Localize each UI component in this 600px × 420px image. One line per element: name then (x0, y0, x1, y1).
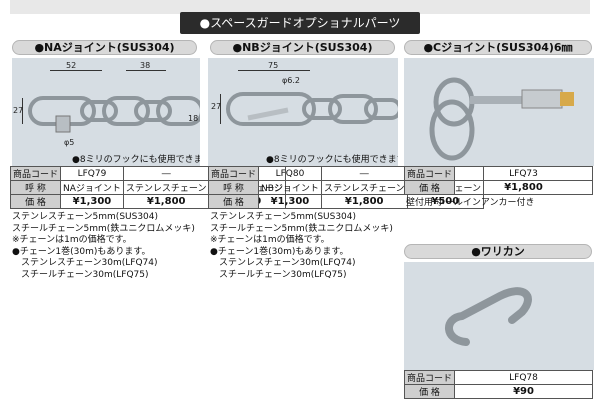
nb-dim-d: φ6.2 (282, 76, 300, 85)
w-link-image (445, 287, 532, 346)
top-bar (10, 0, 590, 14)
c-code: LFQ73 (454, 166, 593, 181)
na-desc-line: スチールチェーン5mm(鉄ユニクロムメッキ) (12, 223, 195, 234)
nb-code-label: 商品コード (207, 166, 260, 181)
na-desc-line: スチールチェーン30m(LFQ75) (12, 269, 149, 280)
c-description: 壁付用 ホールインアンカー付き (406, 198, 535, 208)
w-section-title: ●ワリカン (404, 244, 592, 259)
na-price: ¥1,300 (60, 194, 124, 209)
na-description: ステンレスチェーン5mm(SUS304) スチールチェーン5mm(鉄ユニクロムメ… (12, 212, 195, 281)
nb-section-title: ●NBジョイント(SUS304) (210, 40, 395, 55)
nb-desc-line: スチールチェーン5mm(鉄ユニクロムメッキ) (210, 223, 393, 234)
na-note: ●8ミリのフックにも使用できます。 (72, 155, 200, 165)
na-dim-w2: 38 (140, 61, 151, 70)
c-price: ¥1,800 (454, 180, 593, 195)
na-code-label: 商品コード (9, 166, 62, 181)
na-chain-image (28, 96, 200, 133)
c-anchor-image (429, 77, 574, 161)
w-spec-table: 商品コード LFQ78 価 格 ¥90 (403, 370, 593, 399)
nb-price: ¥1,300 (258, 194, 322, 209)
na-section-title: ●NAジョイント(SUS304) (12, 40, 197, 55)
na-dim-d: φ5 (64, 138, 75, 147)
na-dash1: ― (122, 166, 210, 181)
na-dim-line-2 (126, 70, 166, 71)
table-row: 商品コード LFQ78 (403, 370, 593, 385)
table-row: 価 格 ¥90 (403, 384, 593, 399)
nb-desc-line: ●チェーン1巻(30m)もあります。 (210, 246, 349, 257)
w-code-label: 商品コード (403, 370, 456, 385)
na-photo: 52 38 27 φ5 18 ●8ミリのフックにも使用できます。 (12, 58, 200, 166)
nb-note: ●8ミリのフックにも使用できます。 (266, 155, 398, 165)
w-price: ¥90 (454, 384, 593, 399)
na-price2: ¥1,800 (122, 194, 210, 209)
nb-price-label: 価 格 (207, 194, 260, 209)
nb-name: NBジョイント (258, 180, 322, 195)
c-spec-table: 商品コード LFQ73 価 格 ¥1,800 (403, 166, 593, 195)
c-price-label: 価 格 (403, 180, 456, 195)
nb-code: LFQ80 (258, 166, 322, 181)
c-photo (404, 58, 594, 166)
na-name-label: 呼 称 (9, 180, 62, 195)
na-desc-line: ●チェーン1巻(30m)もあります。 (12, 246, 151, 257)
na-code: LFQ79 (60, 166, 124, 181)
na-dim-h2: 18 (188, 114, 199, 123)
nb-dim-h1: 27 (211, 102, 222, 111)
w-price-label: 価 格 (403, 384, 456, 399)
nb-price2: ¥1,800 (320, 194, 408, 209)
c-code-label: 商品コード (403, 166, 456, 181)
w-code: LFQ78 (454, 370, 593, 385)
na-dim-line-1 (50, 70, 102, 71)
nb-price3: ¥500 (406, 194, 485, 209)
nb-desc-line: ステンレスチェーン30m(LFQ74) (210, 258, 356, 268)
table-row: 価 格 ¥1,800 (403, 180, 593, 195)
na-dim-w1: 52 (66, 61, 77, 70)
nb-desc-line: ステンレスチェーン5mm(SUS304) (210, 212, 357, 222)
na-price-label: 価 格 (9, 194, 62, 209)
nb-name2: ステンレスチェーン (320, 180, 408, 195)
nb-dash1: ― (320, 166, 408, 181)
na-name: NAジョイント (60, 180, 124, 195)
nb-desc-line: スチールチェーン30m(LFQ75) (210, 269, 347, 280)
table-row: 商品コード LFQ73 (403, 166, 593, 181)
nb-description: ステンレスチェーン5mm(SUS304) スチールチェーン5mm(鉄ユニクロムメ… (210, 212, 393, 281)
na-dim-h1: 27 (13, 106, 24, 115)
na-dim-line-3 (22, 98, 23, 124)
nb-dim-line-2 (220, 94, 221, 124)
table-row: 価 格 ¥1,300 ¥1,800 ¥500 (207, 194, 485, 209)
nb-photo: 75 φ6.2 27 ●8ミリのフックにも使用できます。 (208, 58, 398, 166)
nb-dim-line-1 (238, 70, 310, 71)
page-title: ●スペースガードオプショナルパーツ (180, 12, 420, 34)
nb-desc-line: ※チェーンは1mの価格です。 (210, 235, 330, 245)
nb-chain-image (226, 92, 398, 126)
nb-dim-w1: 75 (268, 61, 279, 70)
na-name2: ステンレスチェーン (122, 180, 210, 195)
na-desc-line: ステンレスチェーン5mm(SUS304) (12, 212, 159, 222)
na-desc-line: ※チェーンは1mの価格です。 (12, 235, 132, 245)
c-section-title: ●Cジョイント(SUS304)6㎜ (404, 40, 592, 55)
nb-name-label: 呼 称 (207, 180, 260, 195)
w-photo (404, 262, 594, 370)
na-desc-line: ステンレスチェーン30m(LFQ74) (12, 258, 158, 268)
